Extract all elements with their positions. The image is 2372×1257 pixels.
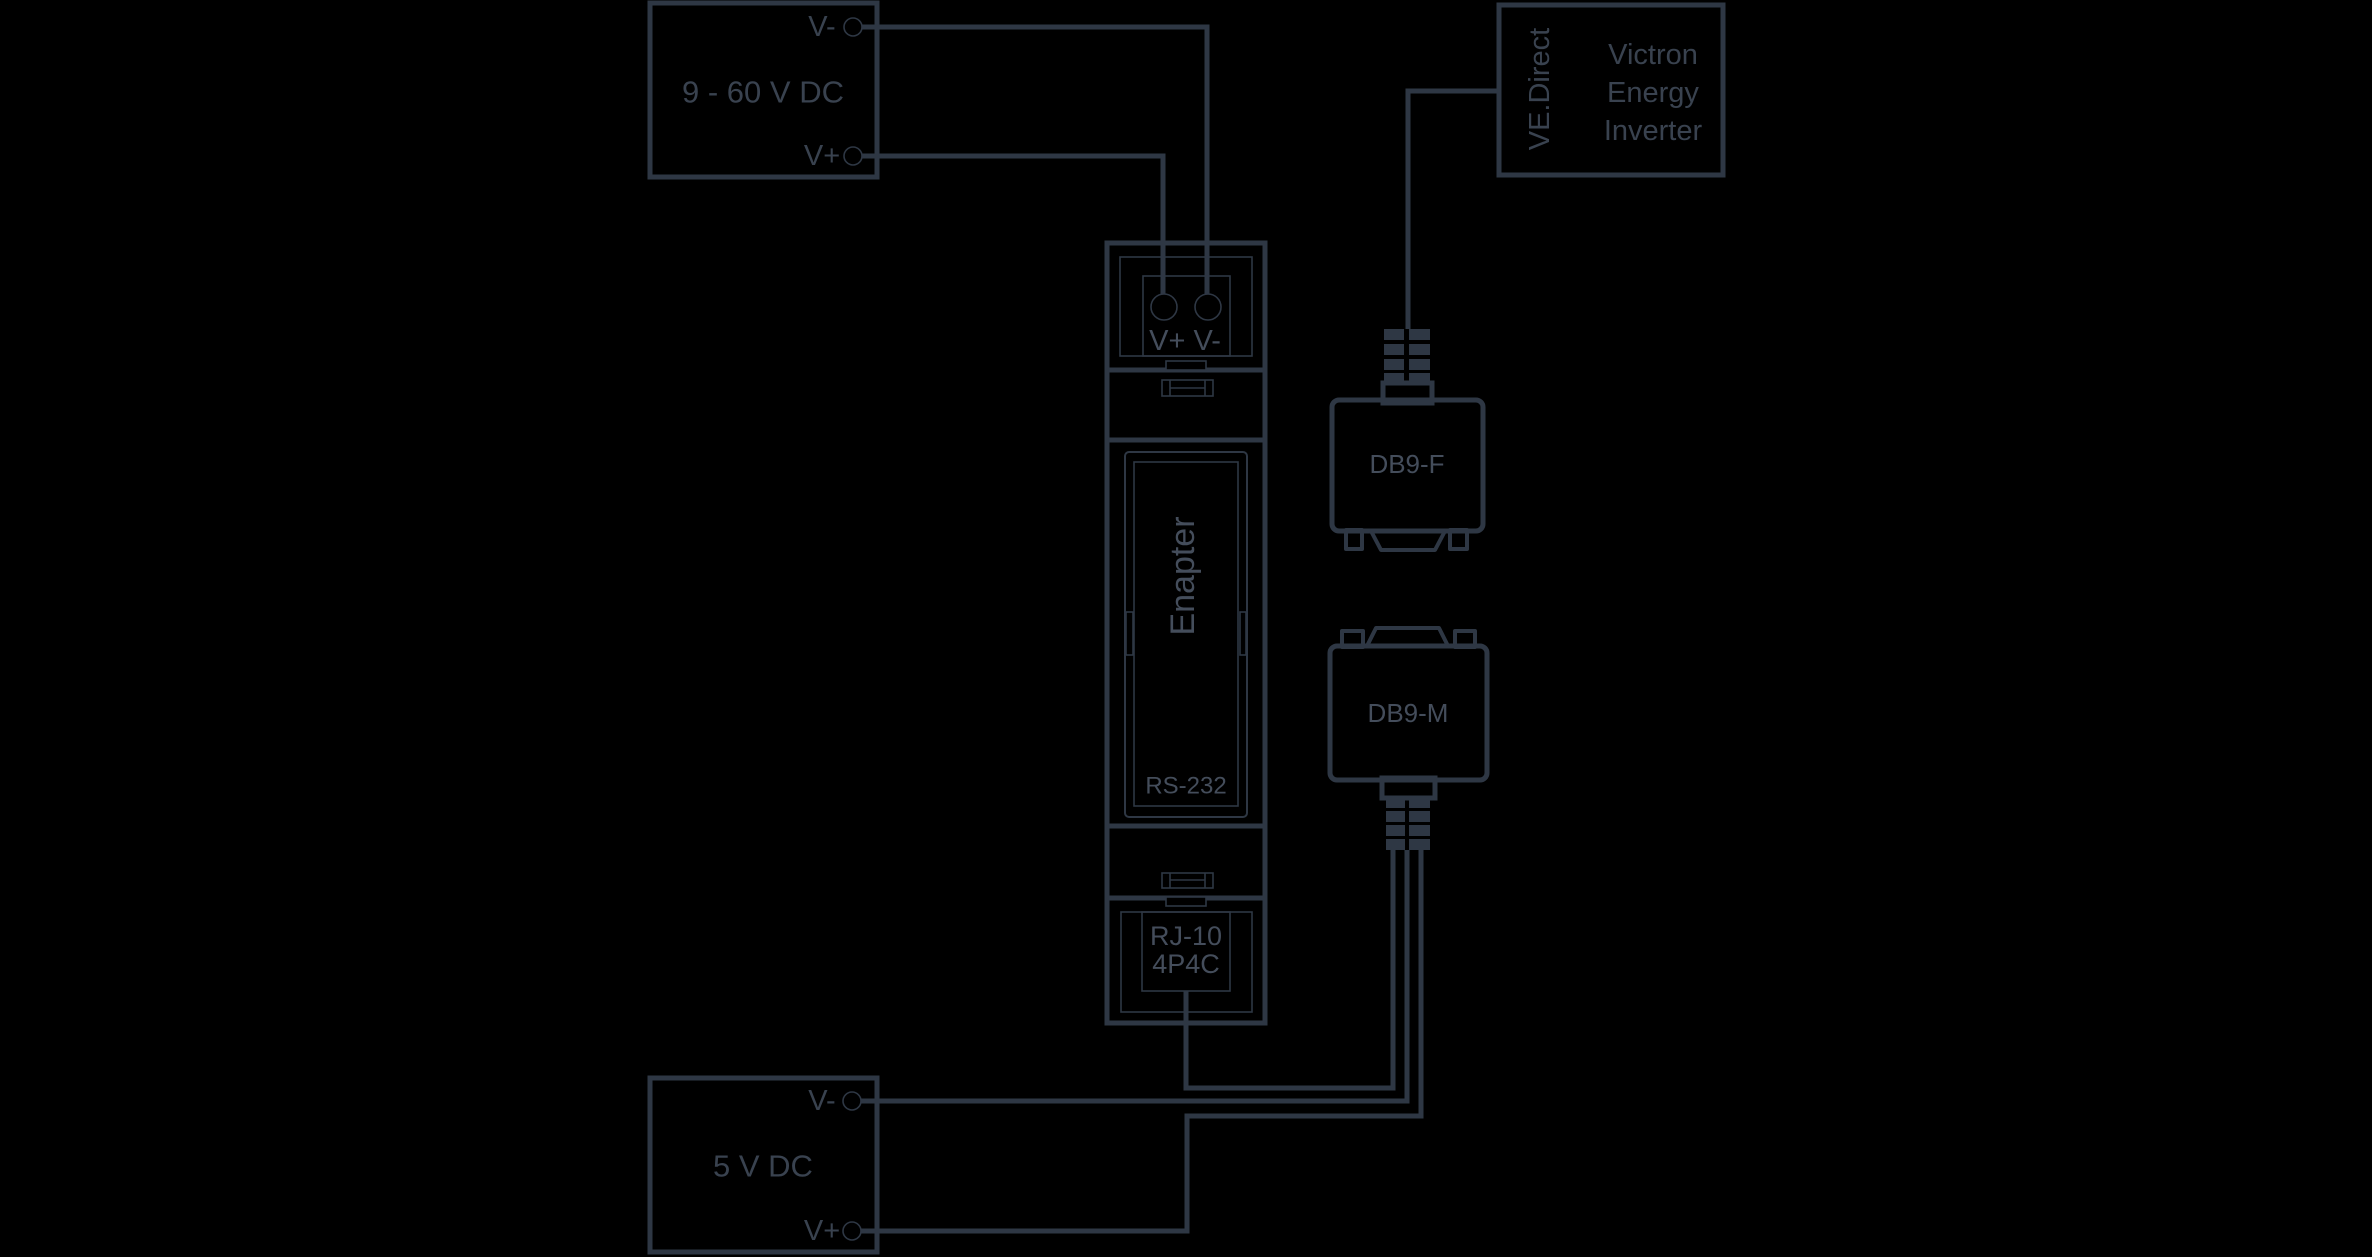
module-port-label-line1: RJ-10	[1150, 921, 1222, 951]
psu-top-vplus-label: V+	[804, 140, 840, 172]
inverter-name-line2: Energy	[1607, 77, 1699, 109]
module-notch-right	[1239, 611, 1247, 656]
module-port-inner	[1141, 911, 1231, 992]
module-divider-tab-1	[1165, 360, 1207, 371]
db9f-connector: DB9-F	[1329, 329, 1486, 552]
db9f-dsub-face	[1369, 529, 1447, 552]
psu-top: 9 - 60 V DC V- V+	[647, 0, 880, 180]
inverter-name-line3: Inverter	[1604, 115, 1703, 147]
db9f-screw-left	[1344, 528, 1364, 551]
wire-rj10-to-db9m	[1183, 850, 1396, 1091]
module-brand-label: Enapter	[1164, 516, 1202, 635]
db9f-cable-grip	[1384, 329, 1430, 384]
module-terminal-vminus-circle	[1194, 293, 1222, 321]
module-front-panel-inner	[1133, 461, 1239, 807]
inverter-port-label: VE.Direct	[1524, 28, 1556, 150]
db9m-connector: DB9-M	[1327, 626, 1490, 850]
wire-psu-bottom-vplus	[861, 850, 1424, 1234]
psu-top-vminus-terminal	[843, 17, 863, 37]
module-terminals-label: V+ V-	[1149, 325, 1221, 357]
module-fuse-1	[1161, 379, 1214, 397]
module-port-label-line2: 4P4C	[1152, 949, 1220, 979]
psu-top-vminus-label: V-	[808, 11, 835, 43]
db9m-cable-grip	[1386, 797, 1430, 850]
wire-psu-top-vminus	[862, 24, 1210, 294]
db9m-label: DB9-M	[1368, 698, 1449, 728]
psu-bottom-box	[647, 1075, 880, 1255]
db9f-screw-right	[1448, 528, 1469, 551]
db9f-label: DB9-F	[1369, 449, 1444, 479]
inverter-box	[1496, 2, 1726, 178]
module-notch-left	[1125, 611, 1134, 656]
wire-psu-bottom-vminus	[861, 850, 1410, 1104]
module-terminal-block-inner	[1142, 275, 1231, 357]
psu-bottom-vminus-terminal	[842, 1091, 862, 1111]
psu-bottom-vplus-label: V+	[804, 1215, 840, 1247]
psu-bottom-label: 5 V DC	[713, 1149, 813, 1184]
module-body	[1104, 240, 1268, 1026]
wire-vedirect	[1405, 88, 1499, 329]
module-divider-tab-2	[1165, 896, 1207, 907]
psu-bottom-vminus-label: V-	[808, 1085, 835, 1117]
psu-top-vplus-terminal	[843, 146, 863, 166]
module-front-panel-outer	[1124, 451, 1248, 818]
inverter: VE.Direct Victron Energy Inverter	[1496, 2, 1726, 178]
psu-top-label: 9 - 60 V DC	[682, 75, 844, 110]
rs232-adapter-module: V+ V- Enapter RS-232 RJ-10	[1104, 240, 1268, 1026]
db9m-dsub-face	[1365, 626, 1450, 648]
wire-psu-top-vplus	[862, 153, 1166, 294]
inverter-name-line1: Victron	[1608, 39, 1698, 71]
db9m-body	[1327, 643, 1490, 783]
psu-bottom-vplus-terminal	[842, 1221, 862, 1241]
module-interface-label: RS-232	[1145, 773, 1226, 800]
psu-top-box	[647, 0, 880, 180]
psu-bottom: 5 V DC V- V+	[647, 1075, 880, 1255]
module-fuse-2	[1161, 872, 1214, 889]
module-terminal-vplus-circle	[1150, 293, 1178, 321]
